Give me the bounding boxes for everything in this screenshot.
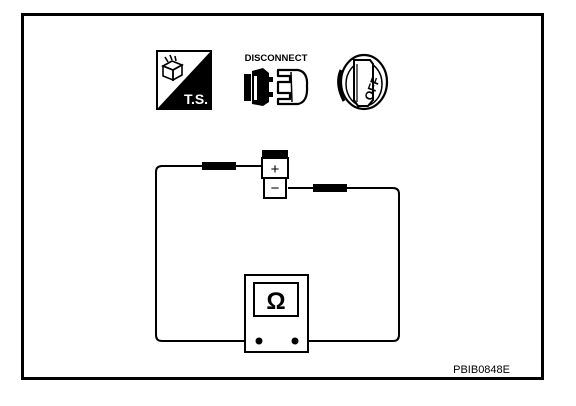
ts-label: T.S. [184, 91, 208, 107]
circuit-wires [155, 165, 400, 342]
minus-sign: − [271, 180, 280, 197]
terminal-left [255, 337, 263, 345]
ohmmeter-display [253, 282, 299, 317]
disconnect-icon: DISCONNECT [244, 53, 309, 106]
probe-left [202, 162, 236, 170]
figure-code: PBIB0848E [453, 364, 510, 376]
troubleshooting-icon: T.S. [156, 50, 212, 110]
probe-right [313, 184, 347, 192]
ohm-symbol: Ω [266, 288, 285, 315]
connector-left-icon [244, 68, 273, 106]
key-icon [353, 59, 374, 107]
ignition-off-icon: OFF [337, 53, 389, 111]
terminal-right [291, 337, 299, 345]
component-under-test: + − [261, 150, 289, 199]
ohmmeter: Ω [244, 274, 309, 353]
wire-left [155, 165, 262, 342]
connector-right-icon [276, 68, 309, 106]
wire-right [288, 187, 400, 342]
box-icon [161, 54, 184, 82]
plus-sign: + [271, 161, 280, 178]
disconnect-label: DISCONNECT [245, 53, 308, 64]
